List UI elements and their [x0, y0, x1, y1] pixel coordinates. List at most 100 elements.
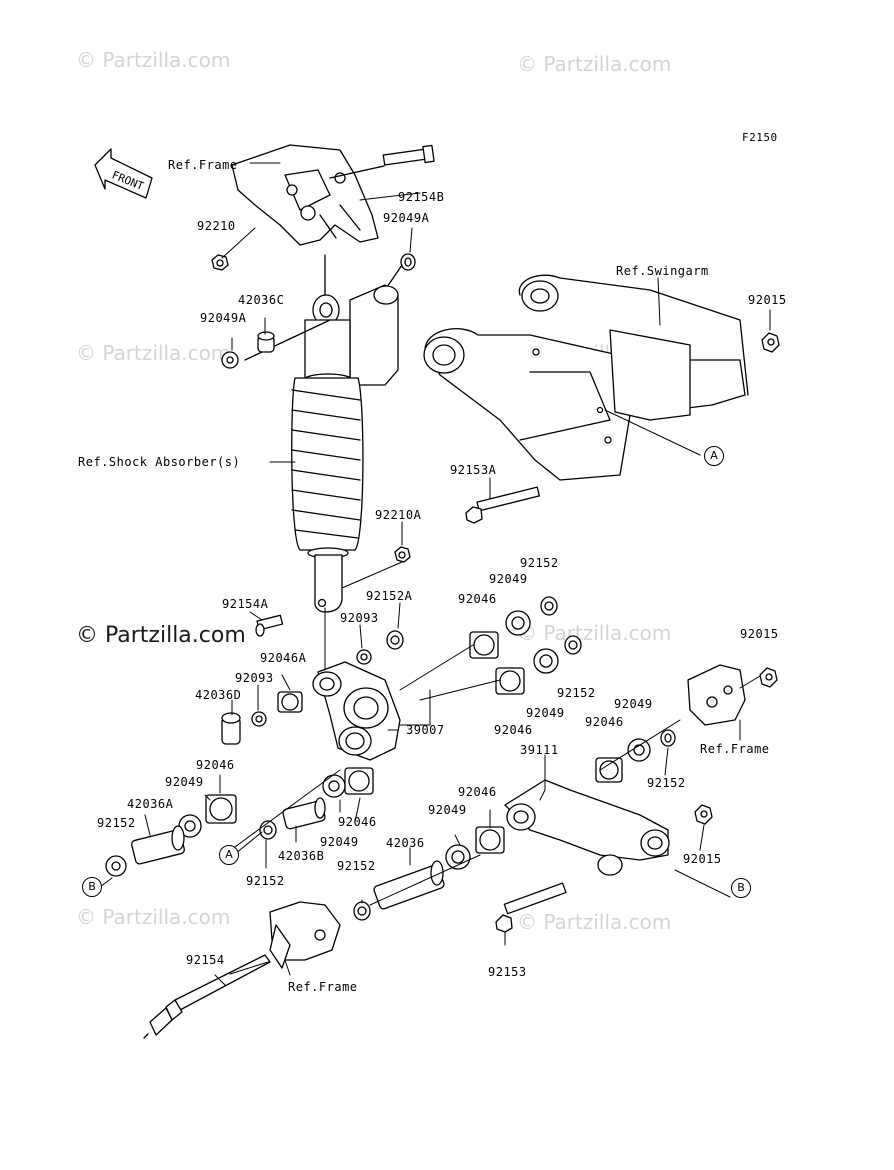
callout-a: A [219, 845, 239, 865]
watermark: © Partzilla.com [76, 905, 231, 929]
collar-42036 [373, 860, 445, 910]
part-label-92210A: 92210A [375, 508, 422, 522]
frame-bracket-right [687, 664, 746, 726]
rocker-arm-39007 [312, 661, 401, 761]
watermark: © Partzilla.com [76, 341, 231, 365]
part-label-42036: 42036 [386, 836, 425, 850]
nut-92210 [211, 254, 229, 271]
callout-a: A [704, 446, 724, 466]
part-label-42036B: 42036B [278, 849, 325, 863]
part-label-39111: 39111 [520, 743, 559, 757]
seal-92049-cen [322, 774, 346, 798]
bearing-92046-low [475, 826, 505, 854]
part-label-92046-cen: 92046 [338, 815, 377, 829]
bearing-92046A [277, 691, 303, 713]
washer-92049A-left [221, 351, 239, 369]
callout-b: B [731, 878, 751, 898]
collar-92152A [386, 630, 404, 650]
callout-b: B [82, 877, 102, 897]
washer-92093-b [251, 711, 267, 727]
nut-92015-low [694, 804, 713, 825]
part-label-92154: 92154 [186, 953, 225, 967]
part-label-92046A: 92046A [260, 651, 307, 665]
part-label-42036C: 42036C [238, 293, 285, 307]
part-label-92152-mid: 92152 [557, 686, 596, 700]
watermark: © Partzilla.com [517, 621, 672, 645]
part-label-92046-right: 92046 [585, 715, 624, 729]
part-label-92015: 92015 [748, 293, 787, 307]
collar-92152-left [105, 855, 127, 877]
collar-42036A [131, 825, 185, 865]
bearing-92046-top [469, 631, 499, 659]
ref-frame-top-label: Ref.Frame [168, 158, 238, 172]
part-label-92046: 92046 [458, 592, 497, 606]
part-label-92154B: 92154B [398, 190, 445, 204]
part-label-92152-low: 92152 [337, 859, 376, 873]
frame-bracket-bottom [269, 901, 341, 969]
seal-92049-left [178, 814, 202, 838]
nut-92015 [761, 332, 780, 353]
bearing-92046-right [595, 757, 623, 783]
bolt-92154A [255, 614, 284, 637]
part-label-92046-left: 92046 [196, 758, 235, 772]
part-label-92153A: 92153A [450, 463, 497, 477]
ref-swingarm-label: Ref.Swingarm [616, 264, 709, 278]
part-label-92046-low: 92046 [458, 785, 497, 799]
part-label-92152A: 92152A [366, 589, 413, 603]
washer-92093-a [356, 649, 372, 665]
part-label-92049-left: 92049 [165, 775, 204, 789]
tie-rod-39111 [504, 779, 670, 876]
bearing-92046-mid [495, 667, 525, 695]
part-label-42036A: 42036A [127, 797, 174, 811]
part-label-92093: 92093 [340, 611, 379, 625]
part-label-92152-left: 92152 [97, 816, 136, 830]
part-label-92015-low: 92015 [683, 852, 722, 866]
collar-92152-mid [564, 635, 582, 655]
seal-92049-mid [533, 648, 559, 674]
nut-92015-right [759, 667, 778, 688]
watermark: © Partzilla.com [517, 910, 672, 934]
collar-42036B [282, 797, 326, 830]
seal-92049-top [505, 610, 531, 636]
ref-shock-absorber-label: Ref.Shock Absorber(s) [78, 455, 241, 469]
seal-92049-low [445, 844, 471, 870]
part-label-92049A: 92049A [383, 211, 430, 225]
bolt-92153 [495, 882, 567, 933]
part-label-92015-right: 92015 [740, 627, 779, 641]
washer-92049A [400, 253, 416, 271]
shock-absorber [291, 284, 399, 613]
figure-id: F2150 [742, 131, 778, 144]
part-label-92046-mid: 92046 [494, 723, 533, 737]
part-label-92049A-left: 92049A [200, 311, 247, 325]
part-label-92049-cen: 92049 [320, 835, 359, 849]
bolt-92153A [465, 486, 541, 524]
watermark-main: © Partzilla.com [76, 623, 246, 648]
part-label-92152-right: 92152 [647, 776, 686, 790]
part-label-92154A: 92154A [222, 597, 269, 611]
collar-42036C [257, 331, 275, 353]
front-arrow-icon: FRONT [94, 148, 153, 199]
nut-92210A [394, 546, 411, 563]
part-label-92152: 92152 [520, 556, 559, 570]
part-label-92093-b: 92093 [235, 671, 274, 685]
ref-frame-bottom-label: Ref.Frame [288, 980, 358, 994]
collar-92152-right [660, 729, 676, 747]
frame-bracket-top [231, 144, 379, 246]
bolt-92154B [382, 144, 435, 166]
seal-92049-right [627, 738, 651, 762]
watermark: © Partzilla.com [76, 48, 231, 72]
part-label-39007: 39007 [406, 723, 445, 737]
ref-frame-right-label: Ref.Frame [700, 742, 770, 756]
watermark: © Partzilla.com [517, 52, 672, 76]
collar-42036D [221, 712, 241, 745]
part-label-92153: 92153 [488, 965, 527, 979]
part-label-92049-low: 92049 [428, 803, 467, 817]
part-label-92152-cen: 92152 [246, 874, 285, 888]
bearing-92046-cen [344, 767, 374, 795]
collar-92152-top [540, 596, 558, 616]
part-label-92049-mid: 92049 [526, 706, 565, 720]
part-label-92049-right: 92049 [614, 697, 653, 711]
bearing-92046-left [205, 794, 237, 824]
collar-92152-cen [259, 820, 277, 840]
